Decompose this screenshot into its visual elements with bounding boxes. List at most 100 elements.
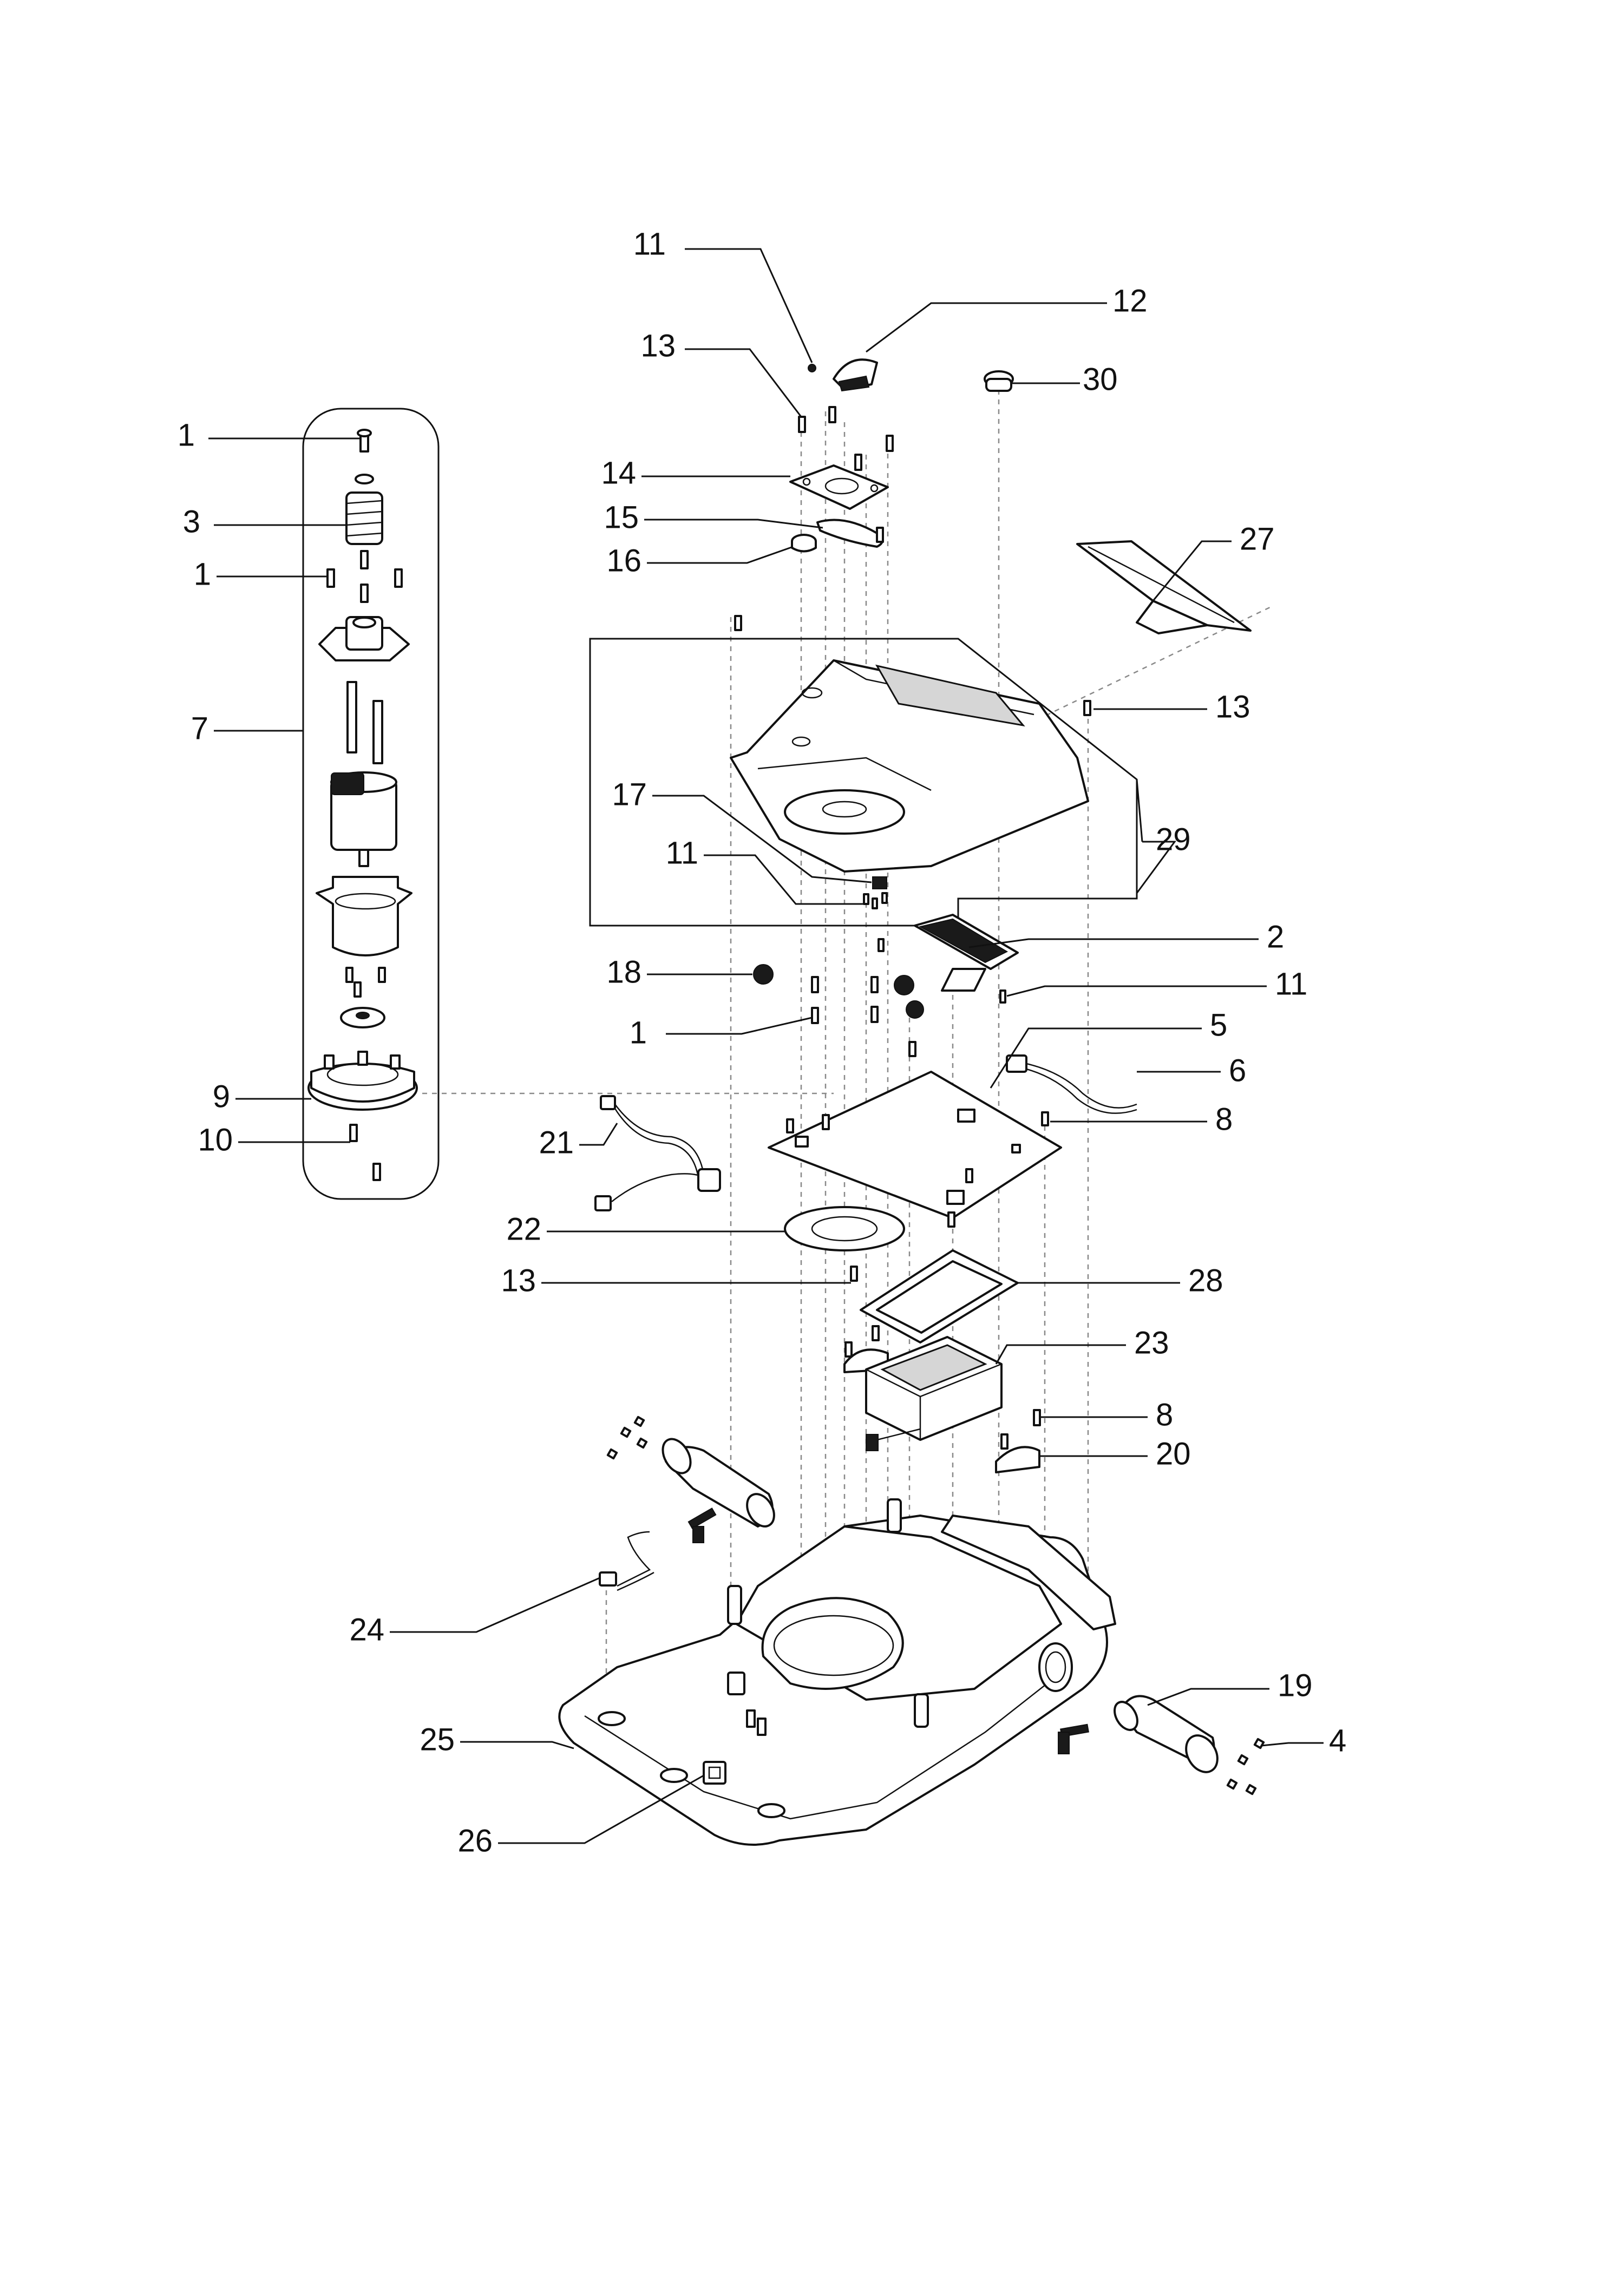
- grommet-b: [894, 975, 914, 995]
- latch-part-12: [833, 358, 878, 392]
- gearbox-housing: [316, 876, 412, 956]
- cover-part-27: [1076, 540, 1252, 634]
- callout-24: 24: [349, 1612, 384, 1647]
- plate-part-14: [789, 464, 889, 510]
- screw-part-13-lower: [850, 1266, 858, 1282]
- screw-part-13-top: [798, 416, 806, 433]
- coupling: [340, 1007, 385, 1028]
- housing-turret: [784, 789, 905, 835]
- clip-part-20: [995, 1433, 1040, 1473]
- screws-part-4: [1226, 1738, 1265, 1795]
- screw-part-11-top: [808, 364, 816, 372]
- screw-top-d: [854, 454, 862, 471]
- rod-left: [346, 681, 357, 753]
- callout-27: 27: [1240, 521, 1275, 556]
- callout-18: 18: [606, 954, 641, 989]
- callout-11: 11: [1275, 966, 1307, 1001]
- rod-right: [372, 700, 383, 764]
- screw-small-c: [353, 981, 362, 998]
- chassis-wheel-port: [1038, 1642, 1073, 1692]
- top-parts: [789, 358, 1014, 553]
- callout-25: 25: [420, 1722, 455, 1757]
- screw-1-lower-e: [908, 1041, 916, 1057]
- screw-frame-a: [947, 1211, 955, 1228]
- screw-small-a: [345, 967, 353, 983]
- screw-1-top: [357, 429, 372, 453]
- spring-part-3: [345, 491, 383, 545]
- cable-part-6: [1006, 1054, 1137, 1114]
- connector-part-26: [703, 1761, 726, 1785]
- callout-13: 13: [1215, 689, 1250, 724]
- gasket-part-15: [816, 519, 883, 548]
- motor-assembly-frame: [302, 408, 440, 1200]
- callout-6: 6: [1229, 1053, 1246, 1088]
- frame-part-28: [860, 1249, 1019, 1343]
- screw-1-lower-c: [870, 976, 879, 993]
- callout-9: 9: [213, 1079, 230, 1114]
- callout-2: 2: [1267, 919, 1284, 954]
- screw-1-lower-a: [811, 976, 819, 993]
- sensor-part-17: [863, 876, 888, 909]
- cable-part-24: [599, 1531, 654, 1591]
- screw-part-13-right: [1083, 700, 1091, 716]
- motor-flange: [318, 616, 410, 661]
- pcb-part-5: [768, 1071, 1062, 1219]
- screw-bottom: [372, 1163, 381, 1181]
- grommet-c: [906, 1000, 924, 1019]
- callout-19: 19: [1278, 1668, 1313, 1703]
- screw-part-11-mid: [878, 938, 885, 952]
- callout-22: 22: [506, 1211, 541, 1247]
- callout-16: 16: [606, 543, 641, 578]
- callout-1: 1: [178, 417, 195, 453]
- screw-part-11-right: [999, 989, 1006, 1004]
- grommet-part-18: [753, 964, 774, 985]
- top-housing-part-29: [589, 615, 1138, 927]
- screw-1-lower-d: [870, 1006, 879, 1023]
- cap-part-16: [791, 534, 817, 553]
- callout-8: 8: [1156, 1397, 1173, 1432]
- screw-top-b: [828, 406, 836, 423]
- callout-17: 17: [612, 777, 647, 812]
- right-wheel-motor-part-19: [1058, 1695, 1219, 1773]
- screw-gasket: [876, 527, 884, 543]
- screw-1-lower-b: [811, 1007, 819, 1024]
- callout-28: 28: [1188, 1263, 1223, 1298]
- callout-11: 11: [633, 226, 666, 261]
- battery-part-23: [865, 1336, 1003, 1451]
- screw-part-10: [349, 1124, 358, 1142]
- housing-window: [875, 664, 1025, 727]
- callout-13: 13: [501, 1263, 536, 1298]
- callout-14: 14: [601, 455, 636, 490]
- callout-8: 8: [1215, 1102, 1233, 1137]
- screw-top-c: [886, 435, 894, 452]
- leader-lines: [208, 248, 1324, 1844]
- chassis-part-25: [558, 1498, 1116, 1846]
- screw-part-8-upper: [1041, 1111, 1049, 1126]
- motor-body: [330, 771, 397, 867]
- callout-4: 4: [1329, 1723, 1346, 1758]
- housing-group-frame: [589, 638, 1138, 927]
- screw-part-8-lower: [1033, 1409, 1041, 1426]
- knob-part-30: [984, 370, 1014, 392]
- callout-10: 10: [198, 1122, 233, 1157]
- base-plate-part-9: [307, 1051, 418, 1111]
- callout-30: 30: [1083, 362, 1118, 397]
- screw-housing-top: [734, 615, 742, 631]
- callout-12: 12: [1112, 283, 1148, 318]
- display-part-2: [914, 914, 1019, 992]
- callout-23: 23: [1134, 1325, 1169, 1360]
- cable-part-21: [594, 1095, 721, 1211]
- screws-1-mid: [326, 550, 403, 603]
- callout-15: 15: [604, 500, 639, 535]
- callout-20: 20: [1156, 1436, 1191, 1471]
- callout-labels: 11 12 13 30 1 14 3 15 27 1 16 13 7 17 29…: [178, 226, 1347, 1858]
- callout-29: 29: [1156, 822, 1191, 857]
- callout-11: 11: [666, 835, 698, 870]
- motor-assembly-group: [302, 408, 440, 1200]
- callout-21: 21: [539, 1125, 574, 1160]
- screw-small-b: [378, 967, 386, 983]
- mid-parts: [753, 914, 1019, 1057]
- callout-1: 1: [630, 1015, 647, 1050]
- callout-3: 3: [183, 504, 200, 539]
